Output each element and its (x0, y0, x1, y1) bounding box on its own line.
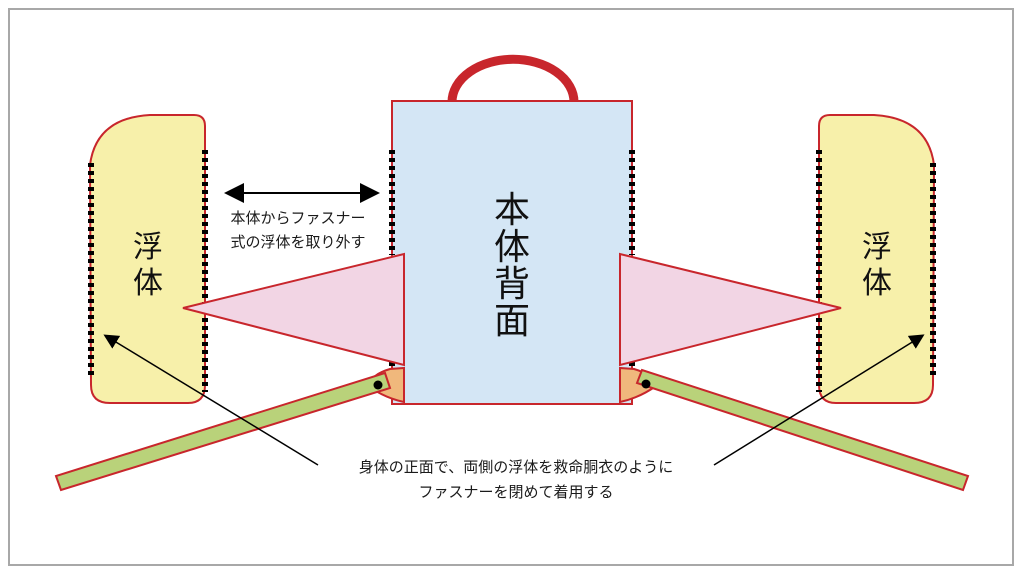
left-triangle (182, 252, 405, 367)
main-body-label: 本体背面 (494, 190, 530, 342)
wear-arrow-left (103, 334, 319, 466)
right-float (818, 114, 936, 404)
wear-arrow-right (713, 334, 925, 466)
right-float-label: 浮体 (862, 230, 892, 301)
wear-annotation-line2: ファスナーを閉めて着用する (418, 483, 613, 501)
wear-annotation-line1: 身体の正面で、両側の浮体を救命胴衣のように (359, 458, 673, 476)
left-strap-rivet (373, 380, 383, 390)
main-body (391, 100, 633, 405)
right-strap-rivet (641, 379, 651, 389)
left-float-label-1: 浮体 (133, 230, 163, 301)
detach-annotation-line2: 式の浮体を取り外す (230, 233, 365, 251)
detach-annotation-line1: 本体からファスナー (230, 209, 365, 227)
right-strap (635, 368, 970, 492)
left-strap (54, 371, 392, 492)
handle (447, 54, 579, 103)
left-float (88, 114, 206, 404)
right-triangle (619, 252, 842, 367)
